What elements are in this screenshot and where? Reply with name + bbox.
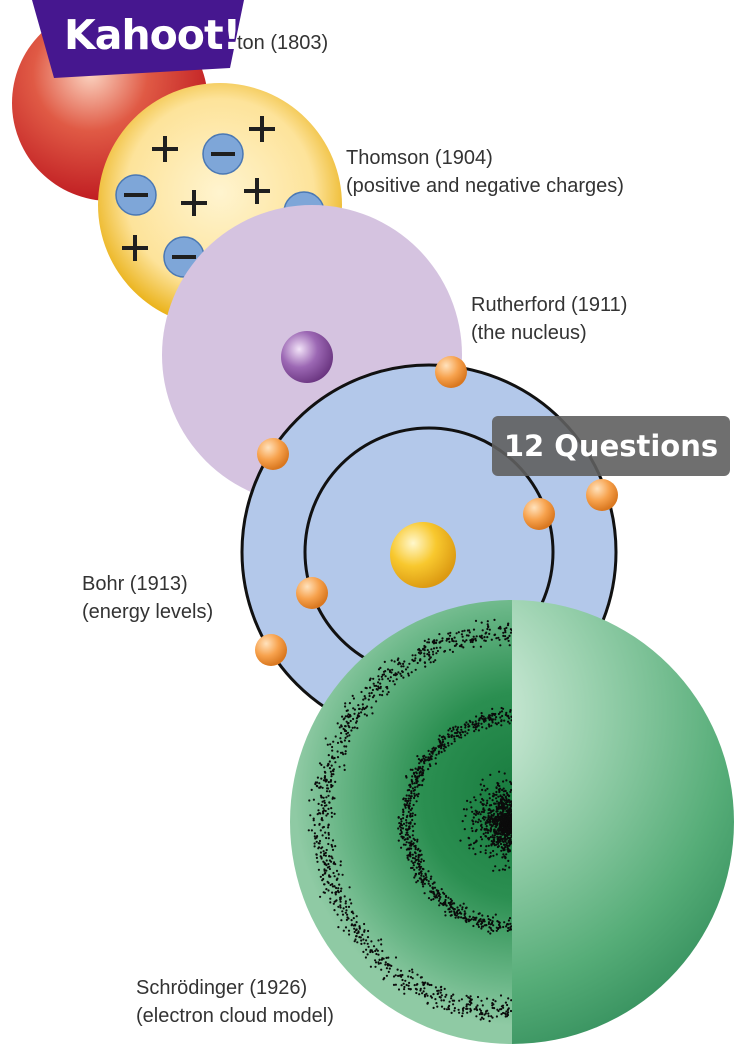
schrodinger-detail: (electron cloud model)	[136, 1005, 334, 1027]
electron-icon	[435, 356, 467, 388]
plus-charge-icon	[122, 235, 148, 261]
nucleus-icon	[390, 522, 456, 588]
minus-charge-icon	[115, 174, 157, 216]
plus-charge-icon	[244, 178, 270, 204]
dalton-label: ton (1803)	[237, 32, 329, 54]
bohr-label: Bohr (1913)	[82, 573, 188, 595]
plus-charge-icon	[152, 136, 178, 162]
bohr-detail: (energy levels)	[82, 601, 214, 623]
electron-icon	[586, 479, 618, 511]
question-count-badge[interactable]: 12 Questions	[492, 416, 730, 476]
plus-charge-icon	[181, 190, 207, 216]
rutherford-detail: (the nucleus)	[471, 322, 587, 344]
nucleus-icon	[281, 331, 333, 383]
rutherford-label: Rutherford (1911)	[471, 294, 628, 316]
kahoot-logo-text: Kahoot!	[64, 11, 241, 59]
thomson-label: Thomson (1904)	[346, 147, 493, 169]
kahoot-logo[interactable]	[32, 0, 244, 78]
plus-charge-icon	[249, 116, 275, 142]
electron-icon	[257, 438, 289, 470]
electron-icon	[296, 577, 328, 609]
electron-icon	[255, 634, 287, 666]
schrodinger-model	[290, 600, 734, 1044]
electron-icon	[523, 498, 555, 530]
schrodinger-label: Schrödinger (1926)	[136, 977, 308, 999]
minus-charge-icon	[202, 133, 244, 175]
thomson-detail: (positive and negative charges)	[346, 175, 624, 197]
